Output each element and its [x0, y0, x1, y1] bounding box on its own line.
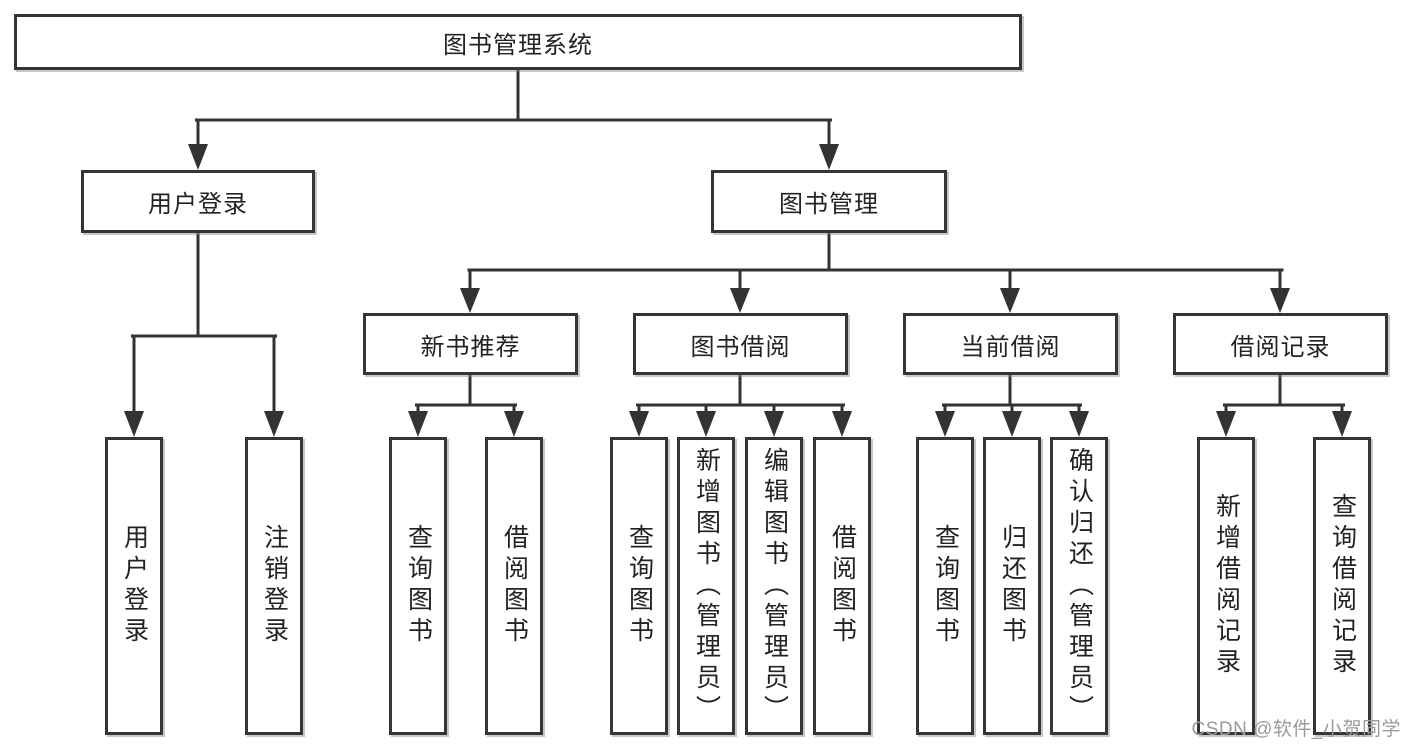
node-label: 注销登录: [260, 524, 289, 648]
arrow-down-icon: [504, 411, 524, 437]
arrow-down-icon: [730, 288, 750, 313]
leaf-add-book-admin: 新增图书（管理员）: [677, 437, 735, 735]
node-book-borrow: 图书借阅: [633, 313, 848, 375]
arrow-down-icon: [764, 411, 784, 437]
node-borrow-records: 借阅记录: [1173, 313, 1388, 375]
arrow-down-icon: [188, 144, 208, 170]
node-label: 查询借阅记录: [1328, 493, 1357, 679]
arrow-down-icon: [832, 411, 852, 437]
csdn-watermark: CSDN @软件_小贺同学: [1191, 719, 1401, 740]
node-label: 确认归还（管理员）: [1065, 446, 1094, 726]
leaf-logout: 注销登录: [245, 437, 303, 735]
node-label: 编辑图书（管理员）: [760, 446, 789, 726]
arrow-down-icon: [408, 411, 428, 437]
arrow-down-icon: [124, 411, 144, 437]
leaf-user-login: 用户登录: [105, 437, 163, 735]
node-label: 图书管理系统: [443, 31, 593, 59]
leaf-return-book: 归还图书: [983, 437, 1041, 735]
node-label: 借阅图书: [828, 524, 857, 648]
leaf-query-book-recommend: 查询图书: [389, 437, 447, 735]
leaf-confirm-return-admin: 确认归还（管理员）: [1050, 437, 1108, 735]
arrow-down-icon: [935, 411, 955, 437]
node-label: 借阅图书: [500, 524, 529, 648]
node-label: 查询图书: [931, 524, 960, 648]
node-label: 新增图书（管理员）: [692, 446, 721, 726]
node-label: 当前借阅: [960, 333, 1061, 361]
connector-management-to-modules: [467, 232, 1284, 292]
leaf-borrow-book: 借阅图书: [813, 437, 871, 735]
node-label: 借阅记录: [1230, 333, 1331, 361]
leaf-edit-book-admin: 编辑图书（管理员）: [745, 437, 803, 735]
arrow-down-icon: [460, 288, 480, 313]
node-root-system: 图书管理系统: [14, 14, 1022, 70]
node-label: 图书管理: [779, 191, 879, 218]
arrow-down-icon: [819, 144, 839, 170]
connector-login-to-leaves: [131, 231, 277, 415]
arrow-down-icon: [264, 411, 284, 437]
node-label: 查询图书: [625, 524, 654, 648]
node-book-management: 图书管理: [711, 170, 947, 233]
node-label: 归还图书: [998, 524, 1027, 648]
connector-recommend-to-leaves: [415, 373, 517, 415]
node-label: 新增借阅记录: [1212, 493, 1241, 679]
connector-current-to-leaves: [942, 373, 1082, 415]
arrow-down-icon: [1002, 411, 1022, 437]
node-label: 用户登录: [120, 524, 149, 648]
arrow-down-icon: [696, 411, 716, 437]
arrow-down-icon: [1000, 288, 1020, 313]
leaf-query-book-current: 查询图书: [916, 437, 974, 735]
node-current-borrow: 当前借阅: [903, 313, 1118, 375]
connector-records-to-leaves: [1223, 373, 1345, 415]
arrow-down-icon: [1069, 411, 1089, 437]
node-new-book-recommend: 新书推荐: [363, 313, 578, 375]
leaf-query-borrow-record: 查询借阅记录: [1313, 437, 1371, 735]
leaf-query-book-borrow: 查询图书: [610, 437, 668, 735]
node-user-login: 用户登录: [81, 170, 315, 233]
node-label: 用户登录: [148, 191, 248, 218]
arrowheads: [124, 144, 1352, 437]
node-label: 图书借阅: [690, 333, 791, 361]
arrow-down-icon: [629, 411, 649, 437]
arrow-down-icon: [1270, 288, 1290, 313]
leaf-add-borrow-record: 新增借阅记录: [1197, 437, 1255, 735]
arrow-down-icon: [1332, 411, 1352, 437]
connector-borrow-to-leaves: [636, 373, 845, 415]
leaf-borrow-book-recommend: 借阅图书: [485, 437, 543, 735]
node-label: 新书推荐: [420, 333, 521, 361]
arrow-down-icon: [1216, 411, 1236, 437]
connector-root-to-level2: [195, 68, 832, 148]
node-label: 查询图书: [404, 524, 433, 648]
